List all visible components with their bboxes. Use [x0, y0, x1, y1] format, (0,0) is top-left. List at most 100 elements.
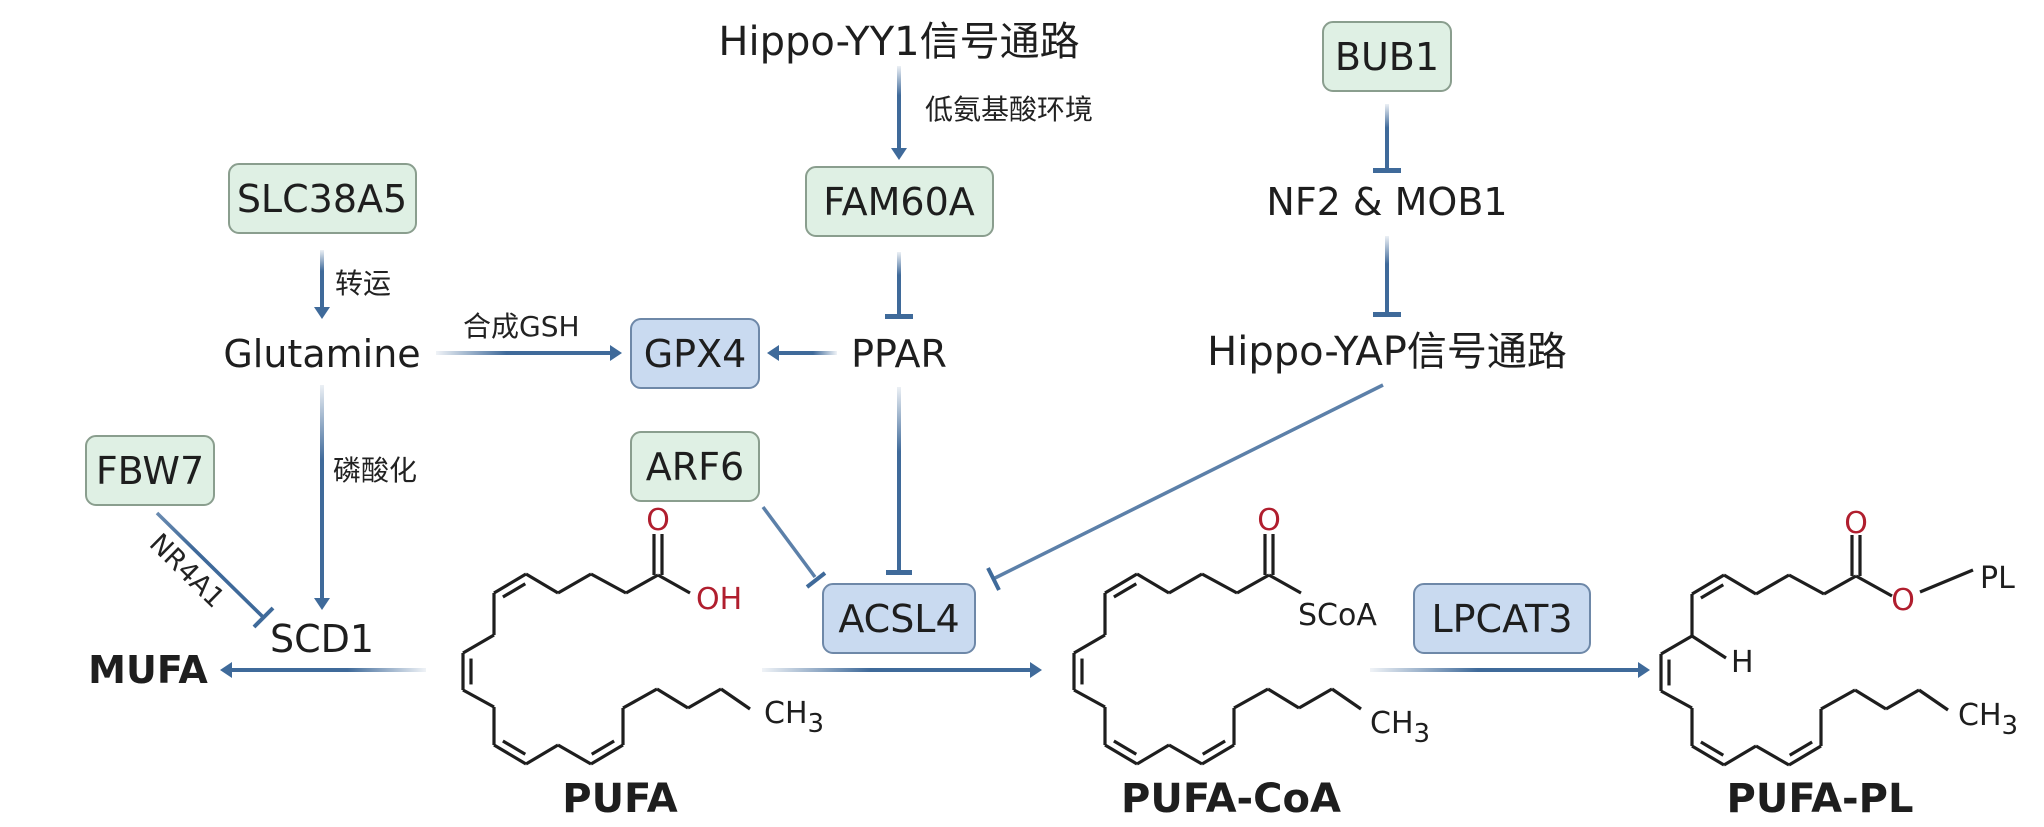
- edge-arf6-to-acsl4: [761, 505, 817, 579]
- molecule-pufa-pl: O O PL H CH3 PUFA-PL: [1659, 506, 2018, 822]
- arrowhead-icon: [610, 345, 622, 361]
- node-glutamine: Glutamine: [223, 332, 420, 376]
- hydrogen-bond: [1691, 634, 1727, 660]
- acsl4-box: [822, 583, 976, 654]
- inhibition-bar-icon: [886, 570, 912, 575]
- single-bond: [1104, 743, 1138, 766]
- edge-pufa-coa-to-pufa-pl: [1370, 668, 1640, 672]
- double-bond: [590, 739, 615, 756]
- pufa-coa-label: PUFA-CoA: [1121, 776, 1341, 822]
- bub1-label: BUB1: [1335, 35, 1439, 79]
- pufa-methyl-ch: CH: [764, 696, 808, 731]
- molecule-pufa-coa: O SCoA CH3 PUFA-CoA: [1072, 503, 1430, 822]
- pufa-skeleton: [461, 534, 751, 766]
- node-scd1: SCD1: [270, 617, 374, 661]
- single-bond: [1788, 744, 1822, 767]
- single-bond: [1136, 572, 1170, 595]
- fam60a-box: [805, 166, 994, 237]
- single-bond: [1723, 744, 1757, 767]
- pufa-coa-skeleton: [1072, 534, 1362, 766]
- node-gpx4: GPX4: [630, 318, 760, 389]
- double-bond: [502, 582, 527, 599]
- node-bub1: BUB1: [1322, 21, 1452, 92]
- pufa-pl-methyl-group: CH3: [1958, 698, 2018, 741]
- single-bond: [1331, 687, 1362, 711]
- edge-glutamine-to-gpx4: [436, 351, 612, 355]
- pufa-methyl-sub: 3: [808, 709, 825, 739]
- node-ppar: PPAR: [851, 332, 947, 376]
- pufa-coa-scoa-group: SCoA: [1298, 598, 1377, 633]
- double-bond: [1788, 740, 1813, 757]
- single-bond: [1723, 573, 1757, 596]
- single-bond: [622, 687, 658, 710]
- single-bond: [1233, 687, 1269, 710]
- arrowhead-icon: [314, 598, 330, 610]
- pufa-pl-methyl-sub: 3: [2002, 711, 2019, 741]
- edge-fam60a-to-ppar: [897, 252, 901, 318]
- arrowhead-icon: [1638, 662, 1650, 678]
- single-bond: [493, 572, 527, 595]
- single-bond: [1755, 744, 1790, 767]
- node-fbw7: FBW7: [85, 435, 215, 506]
- single-bond: [720, 687, 751, 711]
- edge-slc38a5-to-glutamine: [320, 250, 324, 310]
- inhibition-bar-icon: [252, 606, 275, 629]
- edge-bub1-to-nf2-mob1: [1385, 104, 1389, 172]
- single-bond: [1201, 572, 1238, 595]
- acsl4-label: ACSL4: [838, 597, 959, 641]
- inhibition-bar-icon: [805, 571, 827, 589]
- single-bond: [687, 687, 722, 710]
- pufa-methyl-group: CH3: [764, 696, 824, 739]
- single-bond: [1820, 688, 1856, 711]
- pufa-pl-methyl-ch: CH: [1958, 698, 2002, 733]
- edge-pufa-to-pufa-coa: [762, 668, 1032, 672]
- fbw7-box: [85, 435, 215, 506]
- double-bond: [1113, 739, 1138, 756]
- gpx4-label: GPX4: [644, 332, 747, 376]
- single-bond: [493, 743, 527, 766]
- edge-label-transport: 转运: [335, 267, 391, 300]
- single-bond: [1691, 744, 1725, 767]
- fam60a-label: FAM60A: [823, 180, 975, 224]
- pufa-pl-phospholipid-group: PL: [1980, 561, 2015, 596]
- edge-glutamine-to-scd1: [320, 385, 324, 600]
- single-bond: [1104, 572, 1138, 595]
- single-bond: [1691, 573, 1725, 596]
- node-lpcat3: LPCAT3: [1413, 583, 1591, 654]
- single-bond: [590, 743, 624, 766]
- arrowhead-icon: [314, 307, 330, 319]
- terminal-bond: [1268, 573, 1302, 595]
- single-bond: [1236, 573, 1270, 595]
- double-bond: [1700, 740, 1725, 757]
- node-mufa: MUFA: [88, 648, 208, 692]
- edge-label-phosphorylation: 磷酸化: [333, 454, 417, 487]
- slc38a5-box: [228, 163, 417, 234]
- node-arf6: ARF6: [630, 431, 760, 502]
- slc38a5-label: SLC38A5: [237, 177, 407, 221]
- single-bond: [1267, 687, 1300, 710]
- arrowhead-icon: [1030, 662, 1042, 678]
- edge-pufa-to-mufa: [230, 668, 426, 672]
- single-bond: [1823, 574, 1857, 596]
- bub1-box: [1322, 21, 1452, 92]
- edge-hippo-yap-to-acsl4: [994, 383, 1384, 580]
- node-acsl4: ACSL4: [822, 583, 976, 654]
- pufa-coa-methyl-sub: 3: [1414, 719, 1431, 749]
- pufa-coa-carbonyl-oxygen: O: [1257, 503, 1281, 538]
- single-bond: [1660, 689, 1693, 710]
- single-bond: [1298, 687, 1333, 710]
- inhibition-bar-icon: [1373, 168, 1401, 173]
- edge-ppar-to-acsl4: [897, 387, 901, 572]
- single-bond: [462, 633, 495, 655]
- single-bond: [1201, 743, 1235, 766]
- pufa-carbonyl-oxygen: O: [646, 503, 670, 538]
- pufa-coa-methyl-group: CH3: [1370, 706, 1430, 749]
- single-bond: [557, 743, 592, 766]
- node-hippo-yy1: Hippo-YY1信号通路: [718, 19, 1079, 65]
- edge-nf2-mob1-to-hippo-yap: [1385, 236, 1389, 316]
- pufa-pl-label: PUFA-PL: [1727, 776, 1914, 822]
- single-bond: [656, 687, 689, 710]
- nodes: Hippo-YY1信号通路 FAM60A BUB1 NF2 & MOB1 SLC…: [85, 19, 1591, 692]
- single-bond: [1918, 688, 1949, 712]
